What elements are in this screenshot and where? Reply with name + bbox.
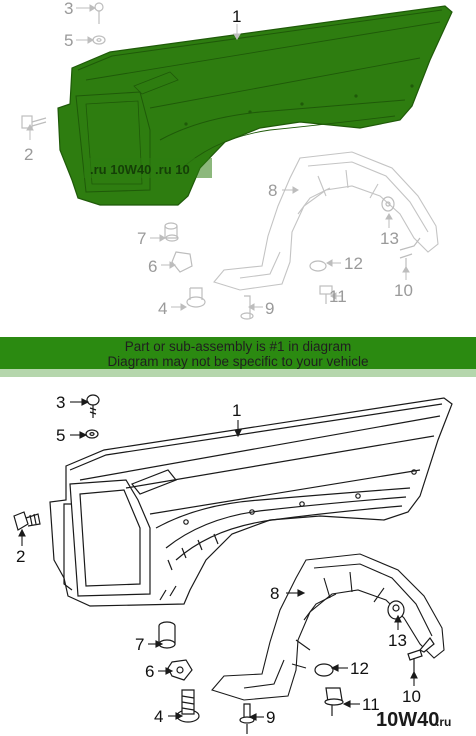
callout-12: 12 (350, 659, 369, 678)
bottom-callouts: 3 5 1 2 8 7 6 4 9 11 12 13 10 (16, 393, 421, 727)
callout-10: 10 (402, 687, 421, 706)
nut-part-13 (387, 600, 405, 620)
callout-11-top: 11 (329, 287, 347, 306)
washer-part-5 (85, 429, 99, 439)
callout-6: 6 (145, 662, 154, 681)
callout-2: 2 (16, 547, 25, 566)
callout-5-top: 5 (64, 31, 73, 50)
top-leaders (26, 4, 410, 311)
top-hardware (21, 2, 421, 320)
push-clip-part-10 (407, 636, 435, 672)
callout-9-top: 9 (265, 299, 274, 318)
callout-8: 8 (270, 584, 279, 603)
callout-11: 11 (362, 695, 380, 714)
nut-part-6 (167, 659, 193, 681)
fender-liner-part-8[interactable] (213, 151, 439, 291)
bolt-part-11 (324, 687, 344, 716)
callout-7-top: 7 (137, 229, 146, 248)
bolt-part-2 (13, 511, 41, 531)
bottom-leaders (18, 398, 418, 721)
watermark-tld: .ru (436, 715, 451, 729)
callout-3: 3 (56, 393, 65, 412)
bottom-hardware (13, 394, 435, 734)
callout-4-top: 4 (158, 299, 167, 318)
fender-part-1-highlighted[interactable] (57, 5, 453, 206)
bolt-part-4 (176, 689, 200, 723)
watermark-strip-top: .ru 10W40 .ru 10 (84, 158, 212, 178)
screw-part-3 (86, 394, 100, 418)
callout-12-top: 12 (344, 254, 363, 273)
watermark-brand: 10W40 (376, 709, 439, 731)
callout-3-top: 3 (64, 0, 73, 18)
callout-13-top: 13 (380, 229, 399, 248)
fender-liner-part-8[interactable] (211, 553, 445, 701)
callout-13: 13 (388, 631, 407, 650)
watermark-strip-text: .ru 10W40 .ru 10 (90, 162, 190, 177)
callout-1: 1 (232, 401, 241, 420)
clip-part-7 (158, 621, 176, 649)
callout-8-top: 8 (268, 181, 277, 200)
banner-line-2: Diagram may not be specific to your vehi… (107, 354, 368, 369)
top-callouts: 3 5 1 2 8 7 6 4 9 11 12 13 10 (24, 0, 413, 318)
callout-5: 5 (56, 426, 65, 445)
banner-line-1: Part or sub-assembly is #1 in diagram (125, 339, 352, 354)
callout-10-top: 10 (394, 281, 413, 300)
callout-6-top: 6 (148, 257, 157, 276)
callout-4: 4 (154, 707, 163, 726)
top-diagram: .ru 10W40 .ru 10 (21, 0, 453, 320)
callout-1-top: 1 (232, 7, 241, 26)
callout-2-top: 2 (24, 145, 33, 164)
callout-7: 7 (135, 635, 144, 654)
push-pin-part-9 (239, 703, 255, 734)
callout-9: 9 (266, 708, 275, 727)
bottom-diagram: 3 5 1 2 8 7 6 4 9 11 12 13 10 10W40 .ru (13, 393, 453, 734)
fender-part-1[interactable] (49, 397, 453, 607)
info-banner: Part or sub-assembly is #1 in diagram Di… (0, 337, 476, 377)
washer-part-12 (314, 663, 334, 677)
brand-watermark: 10W40 .ru (376, 709, 451, 731)
